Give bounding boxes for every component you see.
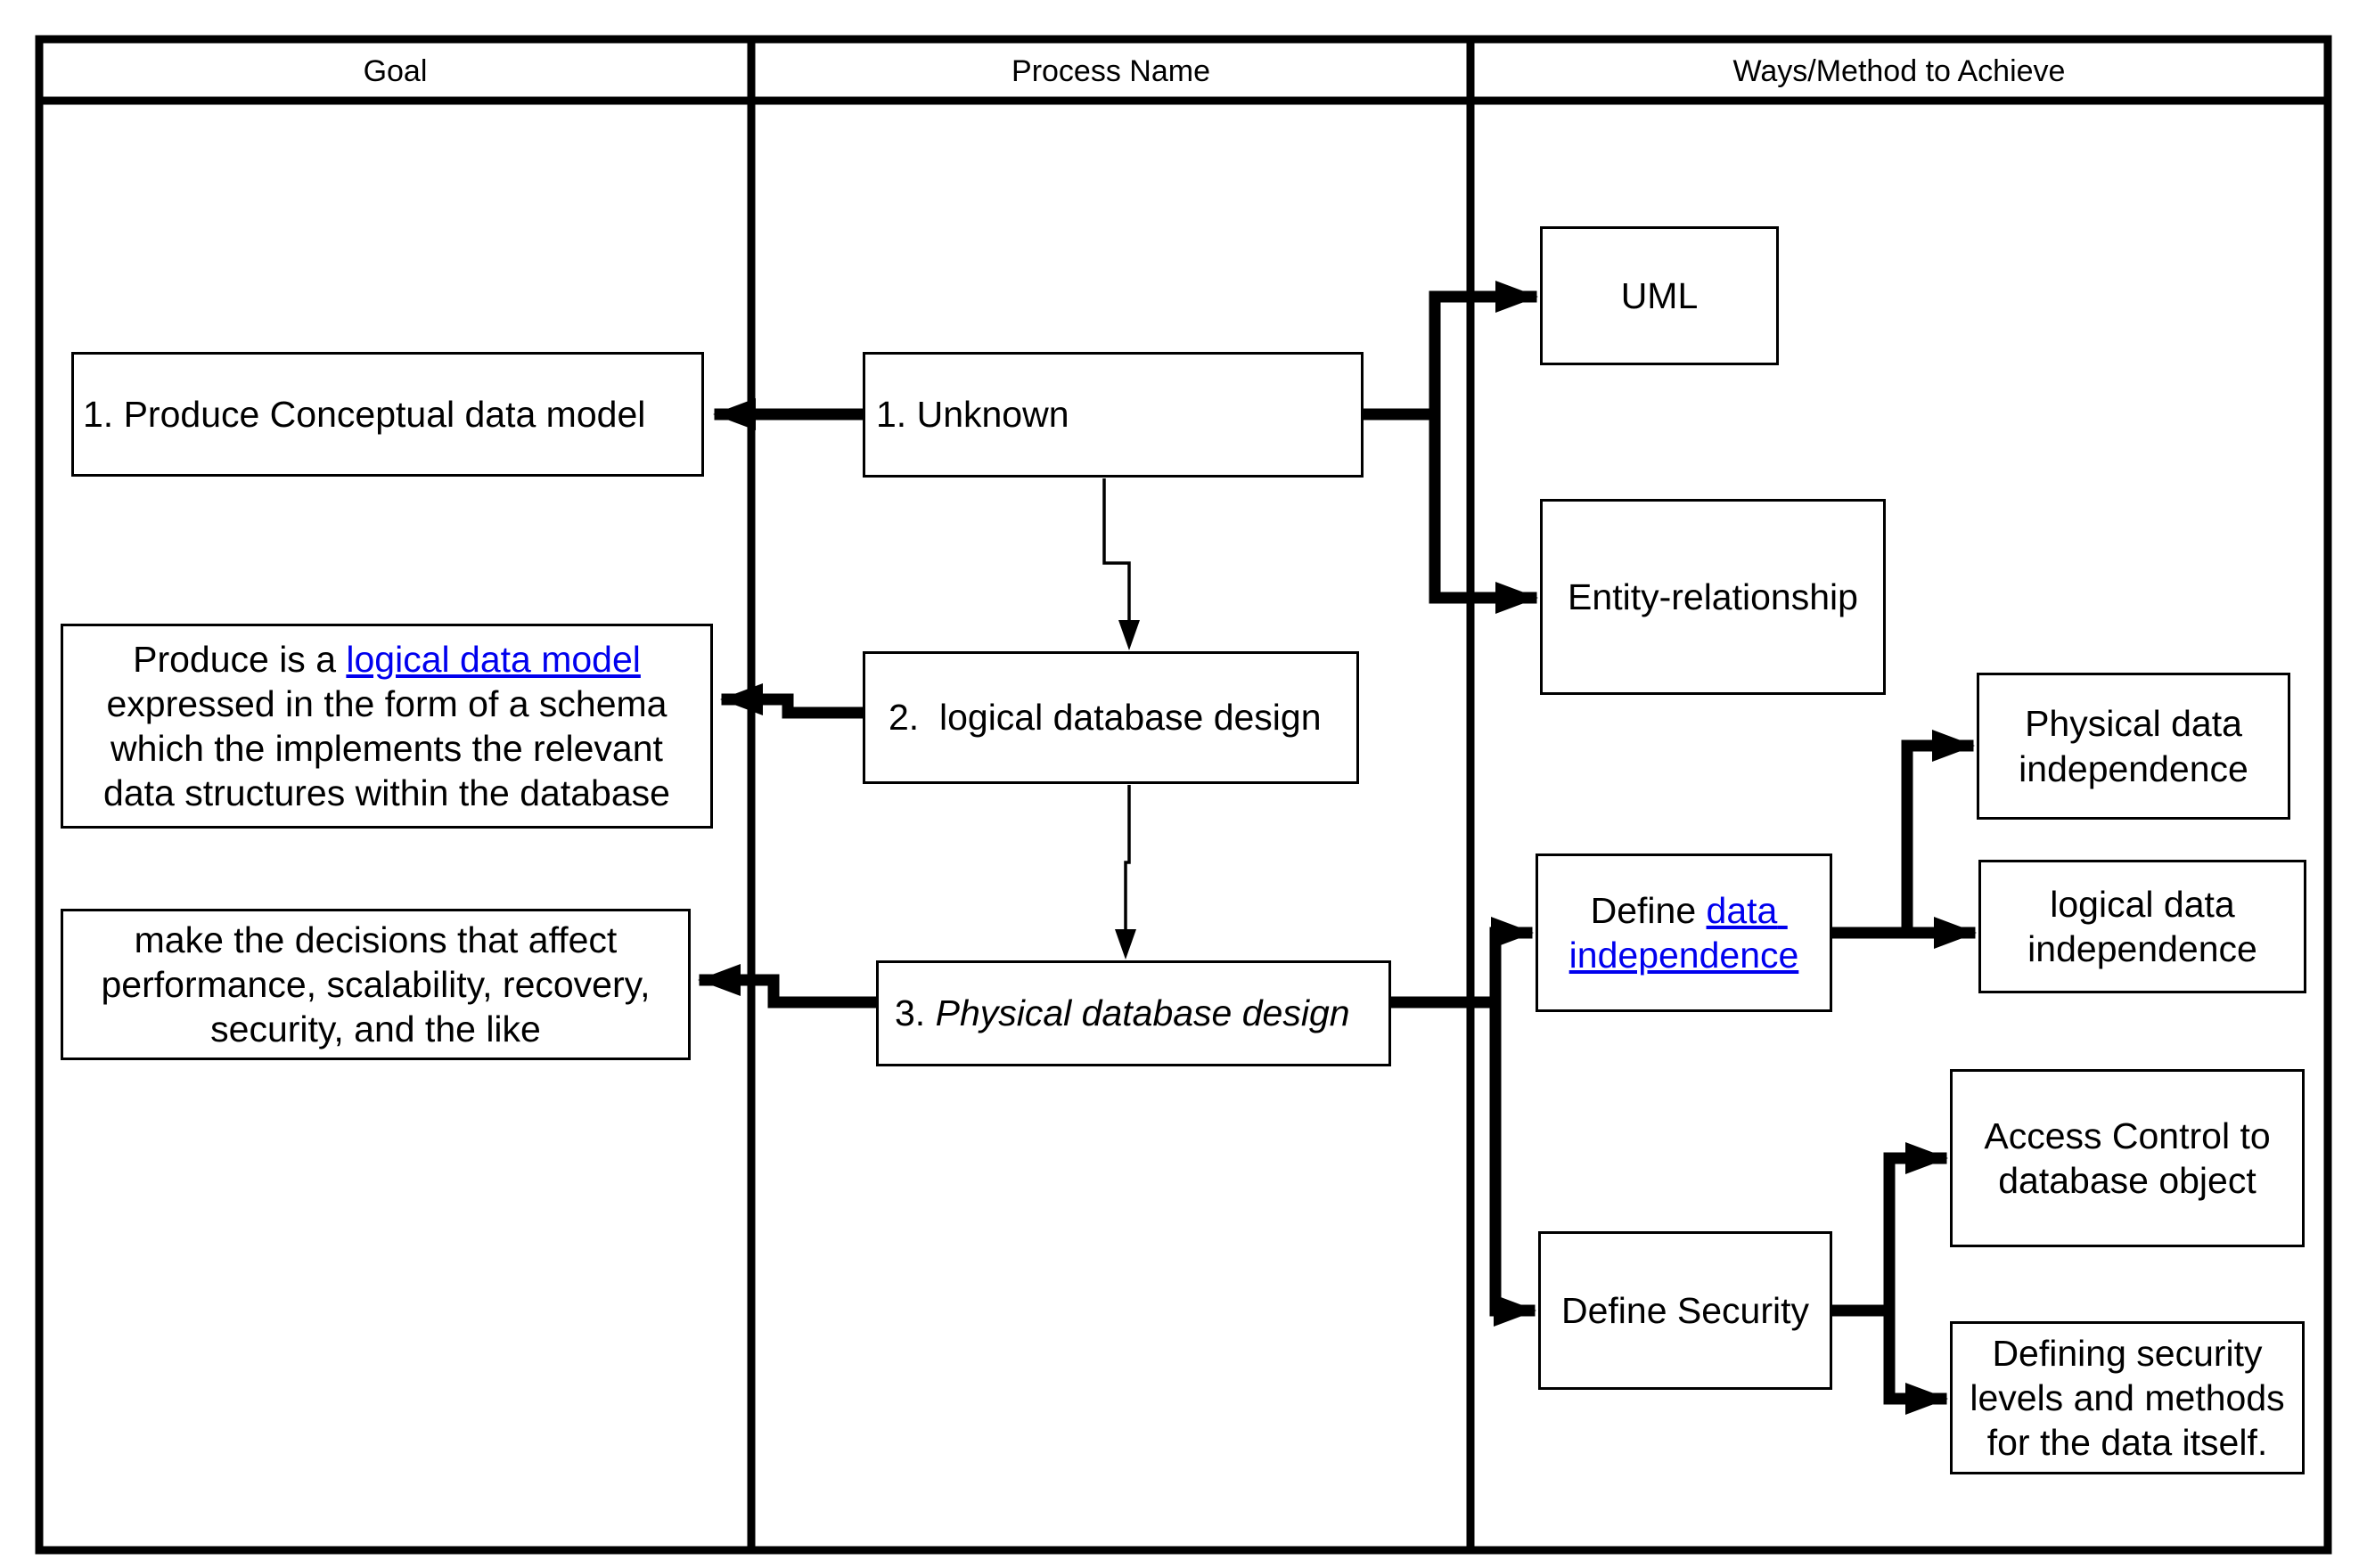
column-header-ways-method: Ways/Method to Achieve <box>1470 43 2328 100</box>
table-frame <box>35 35 2332 1555</box>
method-box-access-control-text: Access Control to database object <box>1984 1115 2271 1201</box>
method-box-defining-security-levels-text: Defining security levels and methods for… <box>1970 1332 2285 1463</box>
connector-physical-design-to-goal3 <box>698 964 884 1009</box>
method-box-uml-text: UML <box>1620 274 1699 316</box>
process-box-physical-database-design: 3. Physical database design <box>876 960 1391 1066</box>
method-box-pdi-text: Physical data independence <box>2019 703 2248 789</box>
goal-box-logical-text-pre: Produce is a <box>133 638 347 680</box>
goal-box-decisions-text: make the decisions that affect performan… <box>101 919 651 1049</box>
thin-connectors <box>1102 478 1140 960</box>
method-box-entity-relationship: Entity-relationship <box>1540 499 1886 695</box>
method-box-access-control: Access Control to database object <box>1950 1069 2305 1247</box>
process-box-physical-text: 3. Physical database design <box>895 991 1350 1035</box>
goal-box-logical-data-model: Produce is a logical data model expresse… <box>61 624 713 829</box>
method-box-ddi-text: Define data independence <box>1538 888 1830 977</box>
process-box-logical-text: 2. logical database design <box>889 697 1322 739</box>
connector-step2-to-step3 <box>1115 785 1136 960</box>
column-header-process-name-label: Process Name <box>1012 53 1210 88</box>
method-box-defining-security-levels: Defining security levels and methods for… <box>1950 1321 2305 1474</box>
method-box-logical-data-independence: logical data independence <box>1978 860 2306 993</box>
goal-box-decisions: make the decisions that affect performan… <box>61 909 691 1060</box>
column-header-process-name: Process Name <box>751 43 1470 100</box>
method-box-uml: UML <box>1540 226 1779 365</box>
column-header-goal-label: Goal <box>363 53 428 88</box>
connector-logical-design-to-goal2 <box>720 683 871 719</box>
goal-box-conceptual-data-model: 1. Produce Conceptual data model <box>71 352 704 477</box>
method-box-entity-relationship-text: Entity-relationship <box>1568 576 1858 617</box>
method-box-define-data-independence: Define data independence <box>1536 853 1832 1012</box>
goal-box-logical-text: Produce is a logical data model expresse… <box>103 637 670 815</box>
connector-step1-to-step2 <box>1102 478 1140 650</box>
column-header-goal: Goal <box>39 43 751 100</box>
thick-connectors <box>698 281 1977 1415</box>
method-box-define-security-text: Define Security <box>1560 1289 1809 1331</box>
process-box-unknown-text: 1. Unknown <box>876 394 1069 436</box>
process-box-logical-database-design: 2. logical database design <box>863 651 1359 784</box>
method-box-physical-data-independence: Physical data independence <box>1977 673 2290 820</box>
process-box-unknown: 1. Unknown <box>863 352 1364 478</box>
data-independence-link[interactable]: data independence <box>1568 889 1799 976</box>
process-box-physical-prefix: 3. <box>895 992 936 1034</box>
goal-box-conceptual-text: 1. Produce Conceptual data model <box>83 393 646 435</box>
logical-data-model-link[interactable]: logical data model <box>346 638 641 680</box>
method-box-ldi-text: logical data independence <box>2027 883 2257 969</box>
goal-box-logical-text-rest: expressed in the form of a schema which … <box>103 682 670 814</box>
column-header-ways-method-label: Ways/Method to Achieve <box>1732 53 2066 88</box>
method-box-ddi-pre: Define <box>1590 889 1707 931</box>
process-box-physical-italic: Physical database design <box>935 992 1350 1034</box>
method-box-define-security: Define Security <box>1538 1231 1832 1390</box>
